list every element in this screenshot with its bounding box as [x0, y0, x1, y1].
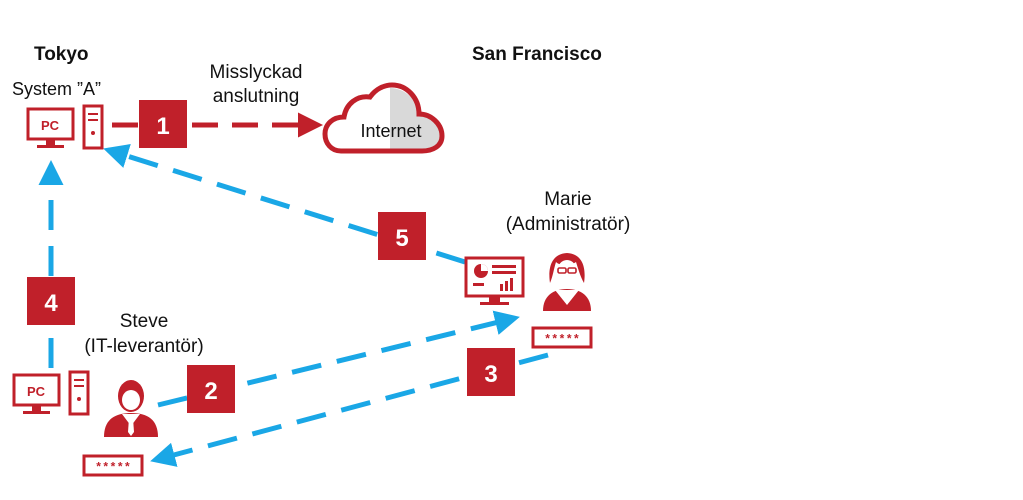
- marie-role: (Administratör): [505, 214, 631, 235]
- step-badge-3: 3: [467, 348, 515, 396]
- step-number: 3: [484, 361, 497, 388]
- step-number: 2: [204, 378, 217, 405]
- step-badge-5: 5: [378, 212, 426, 260]
- tower-icon: [68, 370, 90, 416]
- steve-computer: PC: [12, 370, 90, 416]
- password-mask-marie: *****: [544, 333, 580, 347]
- location-tokyo: Tokyo: [34, 44, 89, 65]
- steve-label: Steve (IT-leverantör): [69, 309, 219, 359]
- step-badge-2: 2: [187, 365, 235, 413]
- failed-connection-line-2: anslutning: [212, 86, 300, 107]
- failed-connection-line-1: Misslyckad: [209, 62, 303, 83]
- step-number: 4: [44, 290, 58, 317]
- password-field-icon: *****: [531, 326, 593, 349]
- step-badge-4: 4: [27, 277, 75, 325]
- step-badge-1: 1: [139, 100, 187, 148]
- tower-icon: [82, 104, 104, 150]
- steve-name: Steve: [119, 311, 169, 332]
- pc-icon: PC: [12, 373, 61, 414]
- location-san-francisco: San Francisco: [472, 44, 602, 65]
- internet-label: Internet: [360, 121, 421, 141]
- marie-label: Marie (Administratör): [488, 187, 648, 237]
- dashboard-monitor-icon: [464, 256, 525, 305]
- pc-label: PC: [41, 118, 60, 133]
- user-female-icon: [543, 253, 591, 311]
- cloud-icon: Internet: [322, 82, 445, 154]
- password-field-icon: *****: [82, 454, 144, 477]
- steve-role: (IT-leverantör): [84, 336, 204, 357]
- system-a-computer: PC: [26, 104, 104, 150]
- marie-name: Marie: [544, 189, 592, 210]
- user-male-icon: [104, 380, 158, 437]
- pc-label: PC: [27, 384, 46, 399]
- step-number: 1: [156, 113, 169, 140]
- system-a-label: System ”A”: [12, 79, 102, 99]
- failed-connection-label: Misslyckad anslutning: [196, 61, 316, 109]
- step-number: 5: [395, 225, 408, 252]
- password-mask-steve: *****: [95, 461, 131, 475]
- pc-icon: PC: [26, 107, 75, 148]
